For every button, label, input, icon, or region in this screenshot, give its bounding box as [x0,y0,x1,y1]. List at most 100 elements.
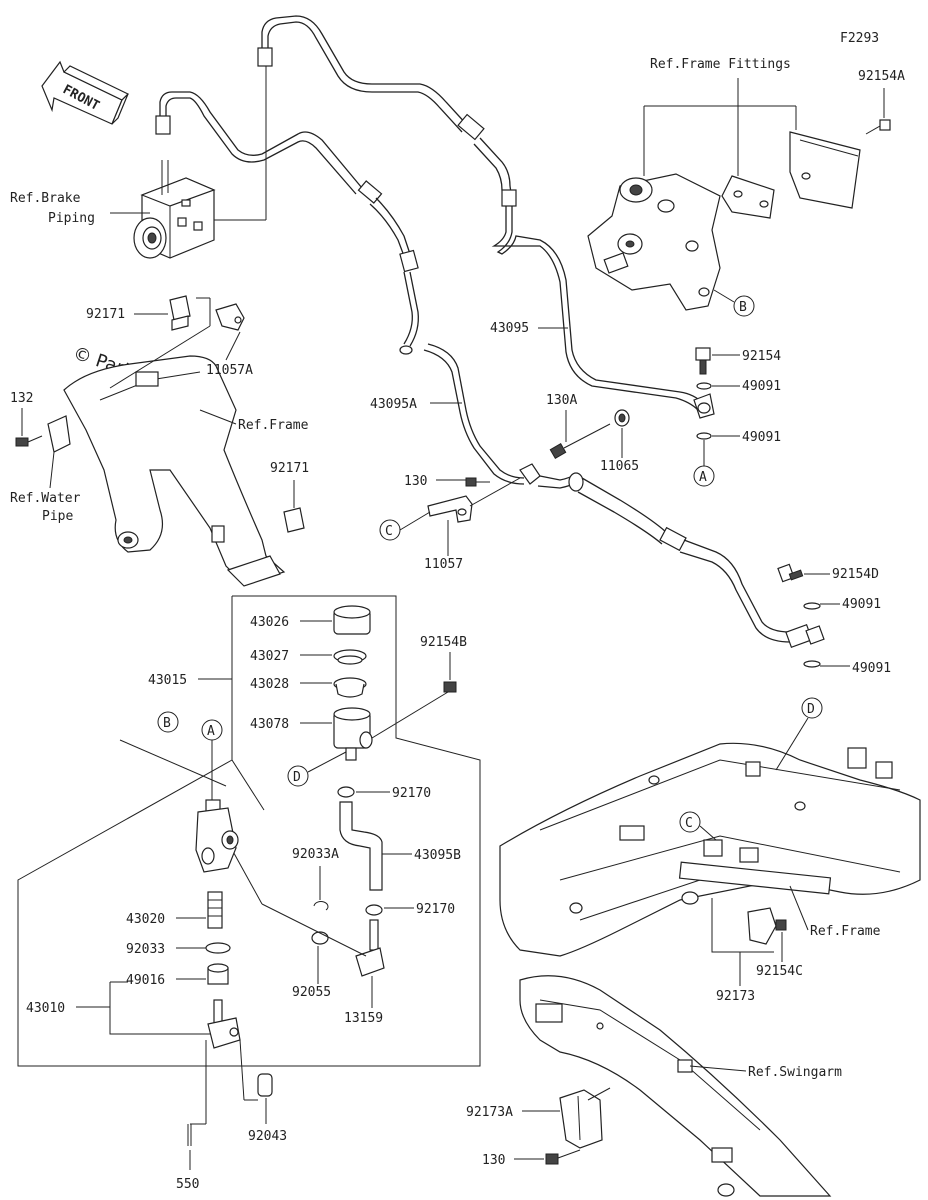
master-cylinder-group-frame [17,595,481,1067]
label-49091-a: 49091 [742,379,781,394]
label-43028: 43028 [250,677,289,692]
frame-fitting-footpeg-bracket [587,173,721,311]
bolt-92154C [775,919,787,931]
washer-49091-d [803,660,821,668]
ref-frame-bottom: Ref.Frame [810,924,881,939]
callout-b-top [733,295,755,317]
brake-pipes-upper [155,15,469,221]
label-49091-b: 49091 [742,430,781,445]
boot-49016 [207,963,229,985]
label-11057: 11057 [424,557,463,572]
label-92170-a: 92170 [392,786,431,801]
label-43095A: 43095A [370,397,417,412]
label-92171-mid: 92171 [270,461,309,476]
swingarm-section [519,975,832,1197]
master-cylinder-body [195,799,239,873]
ref-water-pipe-2: Pipe [42,509,73,524]
front-arrow: FRONT [41,60,130,125]
label-92173A: 92173A [466,1105,513,1120]
label-92033: 92033 [126,942,165,957]
callout-b-left [157,711,179,733]
callout-d-right [801,697,823,719]
oring-92055 [311,931,329,945]
hose-43095A [357,180,525,485]
label-49016: 49016 [126,973,165,988]
push-rod-43010 [207,999,241,1049]
clamp-92173A [559,1089,603,1149]
bolt-130-lower [545,1149,581,1165]
water-pipe-clamp [47,415,71,453]
ref-brake-piping-1: Ref.Brake [10,191,81,206]
ref-water-pipe-1: Ref.Water [10,491,81,506]
label-92154A: 92154A [858,69,905,84]
label-130-upper: 130 [404,474,427,489]
piston-43020 [207,891,223,929]
callout-b-left-label: B [163,716,171,731]
label-92154B: 92154B [420,635,467,650]
label-49091-d: 49091 [852,661,891,676]
label-43015: 43015 [148,673,187,688]
bracket-11057 [427,477,521,523]
label-43095: 43095 [490,321,529,336]
label-43078: 43078 [250,717,289,732]
clamp-92170-a [337,786,355,798]
label-43020: 43020 [126,912,165,927]
circlip-92033A [313,901,329,911]
callout-c-right-label: C [685,816,693,831]
label-11057A: 11057A [206,363,253,378]
callout-b-top-label: B [739,300,747,315]
callout-c-right [679,811,701,833]
reservoir-43078 [333,707,373,761]
label-92033A: 92033A [292,847,339,862]
bolt-92154A [865,119,891,135]
bolt-132 [15,435,43,447]
clamp-92170-b [365,904,383,916]
label-130-lower: 130 [482,1153,505,1168]
ref-brake-piping-2: Piping [48,211,95,226]
label-92170-b: 92170 [416,902,455,917]
callout-a-right-label: A [699,470,707,485]
callout-a-right [693,465,715,487]
label-43026: 43026 [250,615,289,630]
callout-d-left-label: D [293,770,301,785]
callout-c-upper-label: C [385,524,393,539]
label-43027: 43027 [250,649,289,664]
callout-d-right-label: D [807,702,815,717]
ref-frame-top: Ref.Frame [238,418,309,433]
bracket-11057A [215,303,245,331]
ref-swingarm: Ref.Swingarm [748,1065,842,1080]
bolt-130A [549,423,611,460]
label-49091-c: 49091 [842,597,881,612]
label-550: 550 [176,1177,199,1192]
clip-92171-top [169,295,191,331]
joint-block [519,463,825,649]
label-132: 132 [10,391,33,406]
reservoir-cap-43026 [333,605,371,635]
label-92055: 92055 [292,985,331,1000]
callout-d-left [287,765,309,787]
circlip-92033 [205,942,231,954]
frame-fitting-plate [721,175,775,219]
pin-92043 [257,1073,273,1097]
label-43010: 43010 [26,1001,65,1016]
callout-a-left-label: A [207,724,215,739]
frame-section-right [499,742,921,957]
frame-fitting-guard [789,131,861,209]
label-92043: 92043 [248,1129,287,1144]
hose-43095B [339,801,383,891]
label-92171-top: 92171 [86,307,125,322]
cap-11065 [614,409,630,427]
ref-frame-fittings: Ref.Frame Fittings [650,57,791,72]
bolt-92154B [371,681,457,739]
washer-49091-c [803,602,821,610]
abs-unit [133,160,216,259]
label-92154: 92154 [742,349,781,364]
figure-code: F2293 [840,31,879,46]
banjo-bolt-92154D [777,563,804,583]
label-92173: 92173 [716,989,755,1004]
connector-13159 [355,919,385,977]
washer-49091-a [696,382,712,390]
label-13159: 13159 [344,1011,383,1026]
bolt-130-upper [465,477,490,487]
